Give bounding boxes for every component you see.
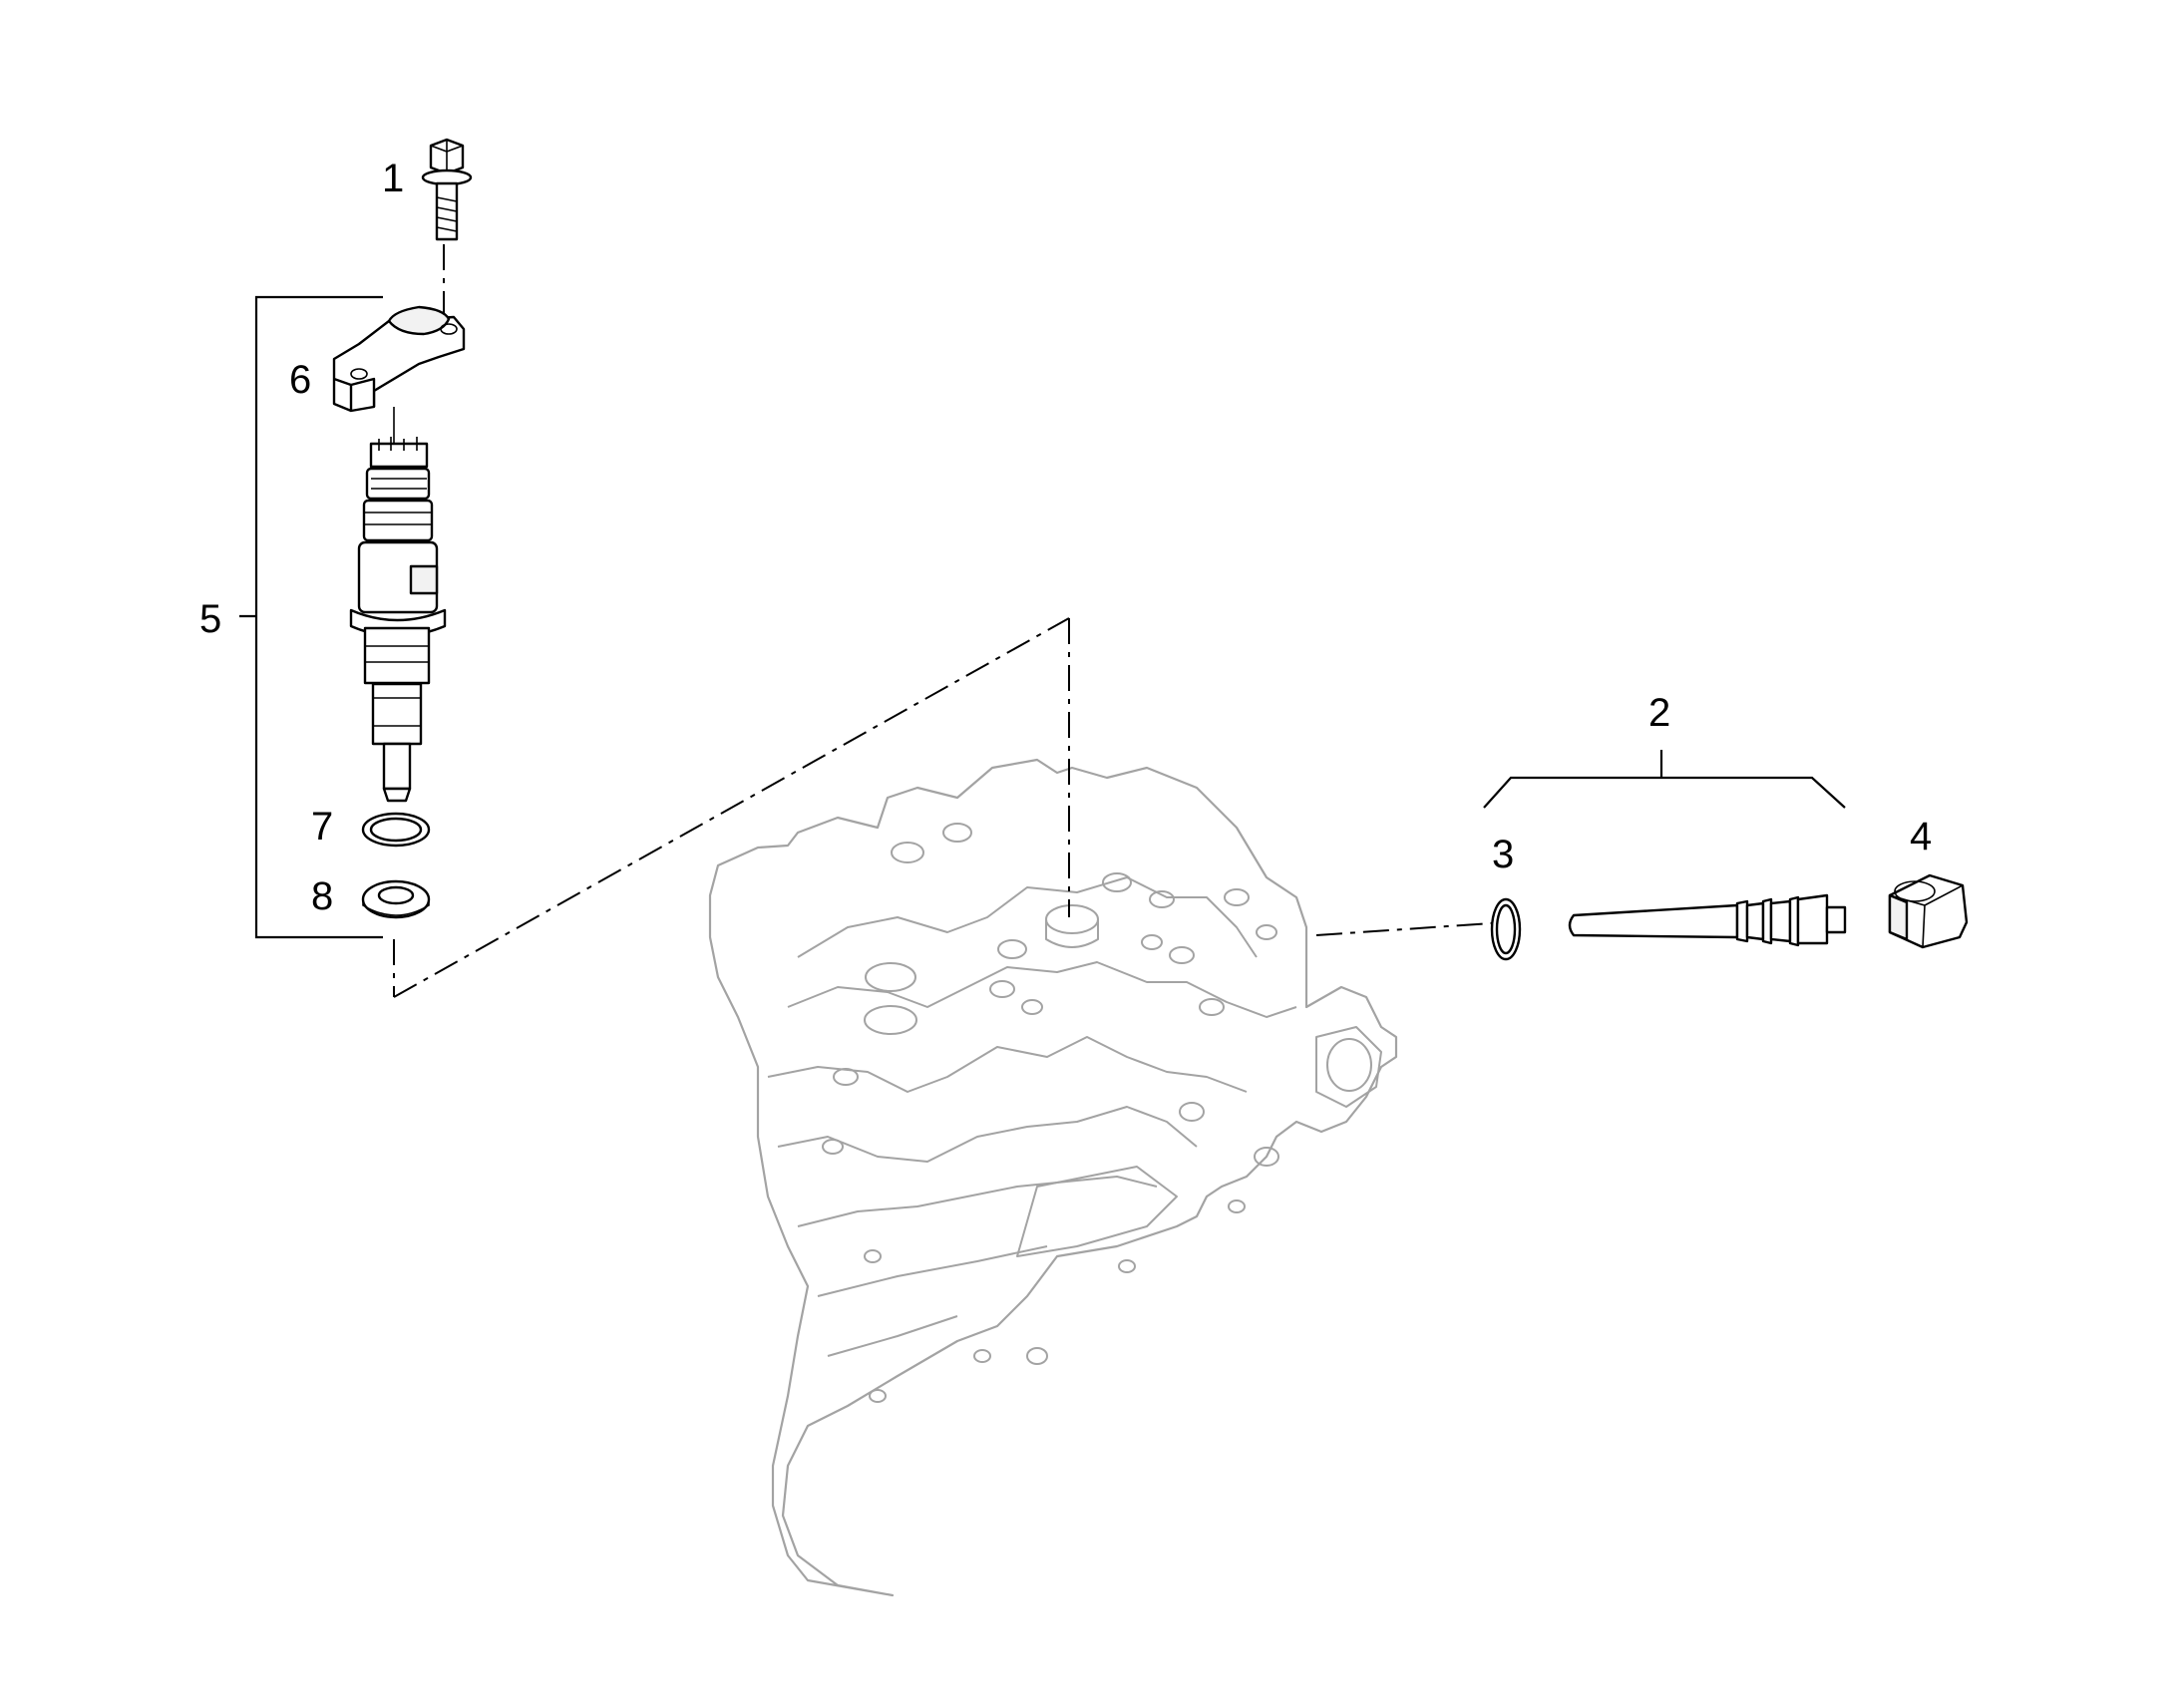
o-ring-icon bbox=[1490, 897, 1522, 961]
injector-assembly-bracket bbox=[239, 295, 383, 939]
callouts: 1 6 5 7 8 2 3 4 bbox=[199, 157, 1932, 918]
callout-2: 2 bbox=[1648, 691, 1670, 735]
assembly-center-lines bbox=[393, 244, 1507, 998]
fuel-connector-icon bbox=[1568, 893, 1847, 947]
cylinder-head-illustration bbox=[708, 758, 1398, 1597]
callout-8: 8 bbox=[311, 874, 333, 918]
connector-assembly-bracket bbox=[1483, 750, 1846, 809]
callout-3: 3 bbox=[1492, 833, 1514, 876]
clamp-icon bbox=[332, 305, 466, 439]
sealing-washer-icon bbox=[361, 879, 431, 919]
flange-bolt-icon bbox=[421, 138, 473, 241]
callout-6: 6 bbox=[289, 358, 311, 402]
injector-icon bbox=[349, 437, 447, 803]
callout-4: 4 bbox=[1910, 815, 1932, 858]
o-ring-icon bbox=[361, 812, 431, 848]
callout-5: 5 bbox=[199, 597, 221, 641]
callout-7: 7 bbox=[311, 805, 333, 849]
callout-1: 1 bbox=[382, 157, 404, 200]
hex-nut-icon bbox=[1888, 873, 1969, 949]
